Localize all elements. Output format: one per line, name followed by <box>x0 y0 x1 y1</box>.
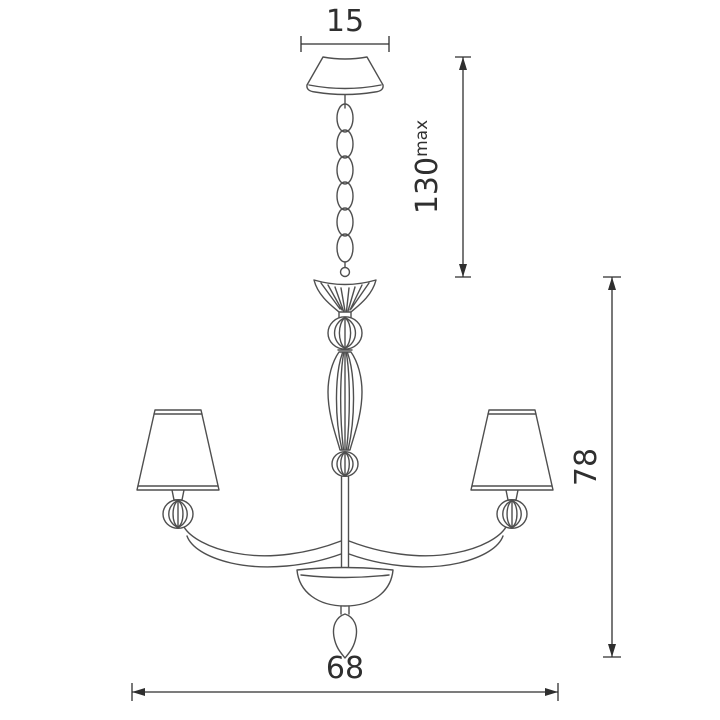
right-candle-cup <box>506 490 518 500</box>
canopy-width-dimension: 15 <box>300 4 390 52</box>
suspension-height-suffix: max <box>412 120 432 157</box>
fixture-width-dimension: 68 <box>131 651 559 701</box>
fixture-height-dimension: 78 <box>569 276 621 658</box>
suspension-height-value: 130 <box>410 157 445 214</box>
fluted-baluster <box>328 350 362 450</box>
canopy-width-label: 15 <box>326 4 364 39</box>
bottom-bowl <box>297 568 393 607</box>
fixture-height-label: 78 <box>569 448 604 486</box>
suspension-height-dimension: 130max <box>410 56 471 278</box>
right-arm-ribbed-ball <box>497 500 527 529</box>
fixture-width-label: 68 <box>326 651 364 686</box>
ceiling-canopy <box>307 57 383 108</box>
upper-ribbed-ball <box>328 317 362 349</box>
suspension-height-label: 130max <box>410 120 445 214</box>
fluted-crown <box>314 280 376 318</box>
suspension-chain <box>337 104 353 277</box>
left-arm <box>184 527 341 567</box>
central-stem <box>342 477 349 567</box>
left-candle-cup <box>172 490 184 500</box>
right-arm <box>349 527 506 567</box>
bottom-finial <box>333 606 356 658</box>
left-lampshade <box>137 410 219 490</box>
right-lampshade <box>471 410 553 490</box>
left-arm-ribbed-ball <box>163 500 193 529</box>
lower-ribbed-ball <box>332 452 358 477</box>
